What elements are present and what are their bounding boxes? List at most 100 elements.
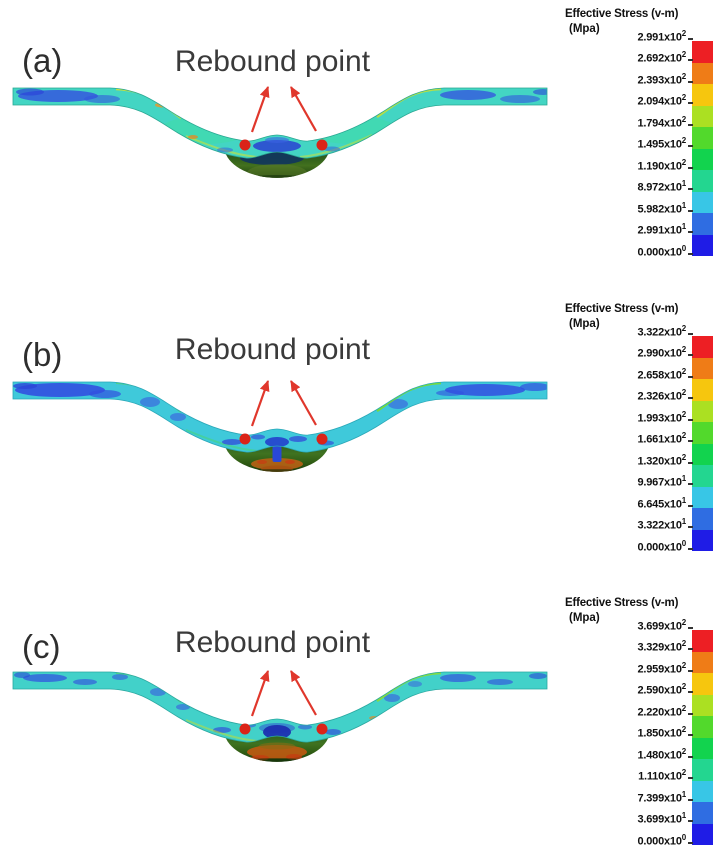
tick-value: 2.658x10: [637, 369, 682, 382]
tick-mark: [688, 648, 693, 650]
colorbar-segment: [692, 802, 713, 824]
tick-value: 2.692x10: [637, 52, 682, 65]
tick-exponent: 1: [681, 222, 686, 231]
tick-mark: [688, 548, 693, 550]
legend-tick: 2.326x102: [637, 388, 693, 403]
tick-exponent: 2: [681, 50, 686, 59]
rebound-dot-left: [239, 139, 251, 151]
tick-mark: [688, 38, 693, 40]
tick-exponent: 2: [681, 431, 686, 440]
tick-mark: [688, 526, 693, 528]
tick-value: 8.972x10: [637, 181, 682, 194]
legend-tick: 2.590x102: [637, 682, 693, 697]
tick-mark: [688, 713, 693, 715]
legend-tick: 3.699x101: [637, 811, 693, 826]
legend-tick: 1.993x102: [637, 410, 693, 425]
legend-tick: 1.661x102: [637, 431, 693, 446]
tick-mark: [688, 231, 693, 233]
colorbar-segment: [692, 234, 713, 256]
tick-mark: [688, 145, 693, 147]
legend-unit: (Mpa): [569, 23, 600, 35]
tick-value: 3.329x10: [637, 641, 682, 654]
tick-value: 2.590x10: [637, 684, 682, 697]
colorbar-segment: [692, 422, 713, 444]
tick-mark: [688, 440, 693, 442]
tick-exponent: 2: [681, 93, 686, 102]
rebound-dot-left: [239, 723, 251, 735]
tick-mark: [688, 124, 693, 126]
colorbar-segment: [692, 759, 713, 781]
colorbar-segment: [692, 737, 713, 759]
legend-tick: 3.322x102: [637, 324, 693, 339]
legend-tick: 3.699x102: [637, 618, 693, 633]
colorbar-segment: [692, 529, 713, 551]
colorbar-segment: [692, 62, 713, 84]
rebound-arrow-left: [250, 670, 270, 717]
colorbar-segment: [692, 486, 713, 508]
tick-value: 3.699x10: [637, 813, 682, 826]
colorbar-segment: [692, 379, 713, 401]
tick-exponent: 0: [681, 833, 686, 842]
legend-tick: 9.967x101: [637, 474, 693, 489]
tick-value: 6.645x10: [637, 498, 682, 511]
legend-tick: 1.480x102: [637, 747, 693, 762]
tick-exponent: 1: [681, 201, 686, 210]
tick-mark: [688, 483, 693, 485]
rebound-arrow-left: [250, 380, 270, 427]
tick-exponent: 2: [681, 661, 686, 670]
legend-tick: 3.322x101: [637, 517, 693, 532]
tick-value: 9.967x10: [637, 476, 682, 489]
legend-title: Effective Stress (v-m): [565, 597, 679, 609]
colorbar-segment: [692, 400, 713, 422]
legend-tick: 1.320x102: [637, 453, 693, 468]
legend-tick: 0.000x100: [637, 833, 693, 848]
tick-exponent: 2: [681, 639, 686, 648]
tick-mark: [688, 799, 693, 801]
tick-mark: [688, 397, 693, 399]
colorbar-segment: [692, 673, 713, 695]
colorbar-segment: [692, 694, 713, 716]
legend-tick: 2.658x102: [637, 367, 693, 382]
tick-exponent: 2: [681, 682, 686, 691]
tick-value: 2.220x10: [637, 706, 682, 719]
tick-mark: [688, 462, 693, 464]
tick-exponent: 2: [681, 453, 686, 462]
tick-exponent: 1: [681, 496, 686, 505]
tick-mark: [688, 81, 693, 83]
legend-tick: 2.959x102: [637, 661, 693, 676]
tick-mark: [688, 691, 693, 693]
tick-mark: [688, 842, 693, 844]
legend-colorbar: [692, 336, 713, 551]
legend-tick: 2.991x101: [637, 222, 693, 237]
tick-exponent: 2: [681, 115, 686, 124]
tick-exponent: 1: [681, 474, 686, 483]
tick-mark: [688, 777, 693, 779]
tick-value: 1.110x10: [638, 770, 682, 783]
legend-a: Effective Stress (v-m) (Mpa) 2.991x102 2…: [563, 8, 720, 270]
tick-mark: [688, 419, 693, 421]
rebound-markers: [239, 380, 328, 445]
legend-tick: 1.110x102: [638, 768, 693, 783]
legend-unit: (Mpa): [569, 612, 600, 624]
colorbar-segment: [692, 84, 713, 106]
legend-tick: 5.982x101: [637, 201, 693, 216]
fea-contour-plot-a: [12, 86, 548, 178]
tick-value: 1.190x10: [637, 160, 682, 173]
tick-exponent: 2: [681, 768, 686, 777]
rebound-dot-right: [316, 723, 328, 735]
tick-exponent: 1: [681, 517, 686, 526]
legend-tick: 3.329x102: [637, 639, 693, 654]
legend-title: Effective Stress (v-m): [565, 8, 679, 20]
legend-tick: 2.094x102: [637, 93, 693, 108]
colorbar-segment: [692, 170, 713, 192]
tick-mark: [688, 734, 693, 736]
tick-value: 0.000x10: [637, 246, 682, 259]
tick-exponent: 0: [681, 539, 686, 548]
tick-exponent: 2: [681, 72, 686, 81]
rebound-arrow-right: [290, 380, 317, 426]
colorbar-segment: [692, 780, 713, 802]
legend-c: Effective Stress (v-m) (Mpa) 3.699x102 3…: [563, 597, 720, 858]
tick-exponent: 2: [681, 29, 686, 38]
tick-value: 1.320x10: [637, 455, 682, 468]
rebound-arrow-right: [290, 670, 317, 716]
